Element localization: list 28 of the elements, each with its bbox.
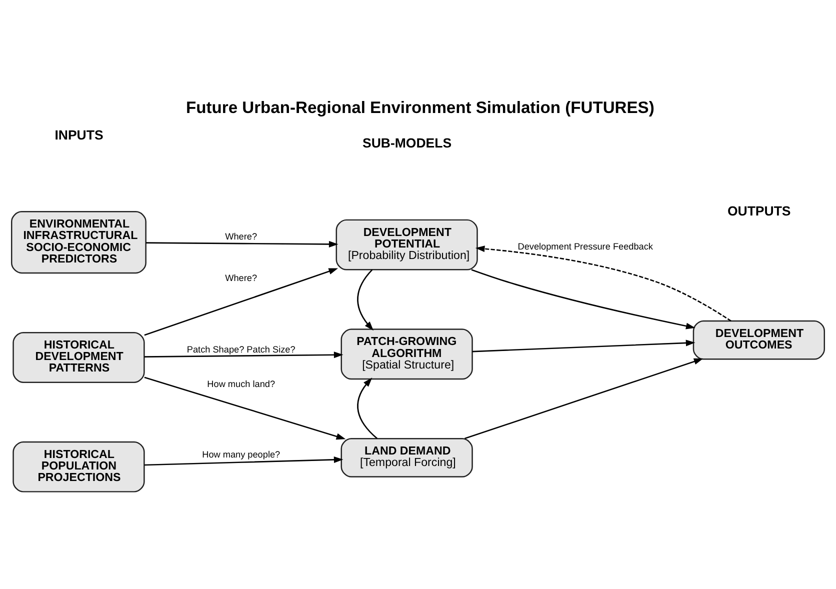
arrow	[144, 268, 338, 336]
arrow	[144, 456, 344, 466]
arrow	[144, 352, 344, 358]
node-box: DEVELOPMENT POTENTIAL [Probability Distribution]	[336, 219, 478, 270]
arrow	[475, 246, 732, 322]
node-box: HISTORICAL DEVELOPMENT PATTERNS	[12, 332, 145, 383]
node-box: PATCH-GROWING ALGORITHM [Spatial Structure]	[340, 328, 473, 380]
label: SUB-MODELS	[362, 136, 452, 151]
arrow	[357, 378, 378, 439]
node-box: LAND DEMAND [Temporal Forcing]	[340, 438, 473, 478]
edge-label: Where?	[225, 273, 258, 284]
edge-label: Patch Shape? Patch Size?	[186, 344, 296, 354]
node-box: DEVELOPMENT OUTCOMES	[692, 320, 825, 360]
diagram-title: Future Urban-Regional Environment Simulation (FUTURES)	[186, 98, 654, 118]
node-box: HISTORICAL POPULATION PROJECTIONS	[12, 441, 145, 492]
label: INPUTS	[54, 127, 104, 142]
edge-label: Where?	[225, 232, 258, 242]
node-box: ENVIRONMENTAL INFRASTRUCTURAL SOCIO-ECONOMIC PREDICTORS	[11, 211, 146, 274]
arrow	[472, 340, 696, 352]
edge-label: How much land?	[207, 379, 276, 390]
arrow	[146, 240, 338, 248]
edge-label: How many people?	[202, 450, 280, 460]
label: OUTPUTS	[727, 204, 791, 219]
arrow	[471, 269, 696, 330]
edge-label: Development Pressure Feedback	[518, 242, 653, 252]
arrow	[464, 358, 704, 440]
arrow	[144, 376, 346, 440]
arrow	[357, 269, 374, 331]
